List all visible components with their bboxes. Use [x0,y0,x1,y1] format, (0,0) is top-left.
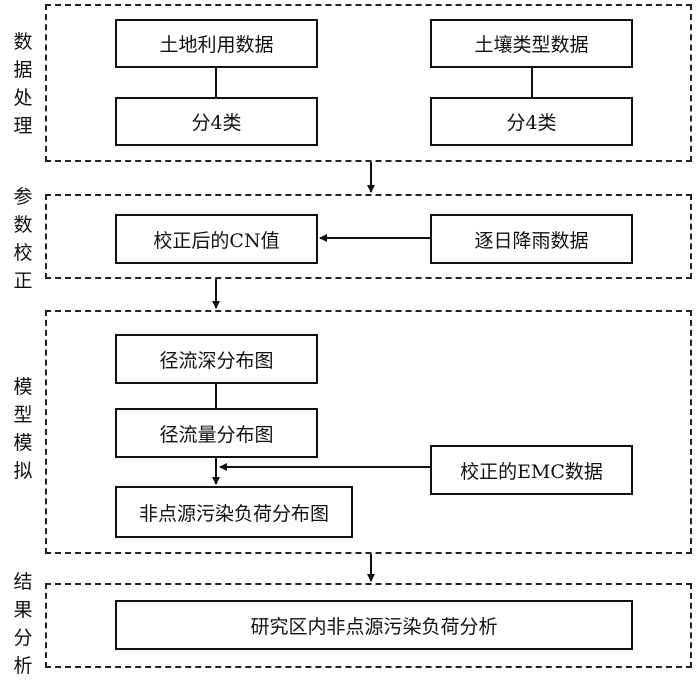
section-parameter-calibration [45,194,692,279]
pollution-load-analysis-box: 研究区内非点源污染负荷分析 [115,600,633,650]
label-data-processing: 数据处理 [13,31,33,137]
runoff-depth-map-box: 径流深分布图 [115,334,318,384]
soil-classify-box: 分4类 [430,97,633,146]
label-result-analysis: 结果分析 [13,571,33,677]
label-parameter-calibration: 参数校正 [13,186,33,292]
pollution-load-map-box: 非点源污染负荷分布图 [115,486,353,538]
section-data-processing [45,4,692,162]
daily-rainfall-box: 逐日降雨数据 [430,214,633,264]
calibrated-emc-box: 校正的EMC数据 [430,445,633,495]
runoff-volume-map-box: 径流量分布图 [115,408,318,458]
section-model-simulation [45,310,692,554]
soil-type-data-box: 土壤类型数据 [430,19,633,68]
section-result-analysis [45,583,692,668]
calibrated-cn-box: 校正后的CN值 [115,214,318,264]
land-classify-box: 分4类 [115,97,318,146]
land-use-data-box: 土地利用数据 [115,19,318,68]
label-model-simulation: 模型模拟 [13,376,33,482]
